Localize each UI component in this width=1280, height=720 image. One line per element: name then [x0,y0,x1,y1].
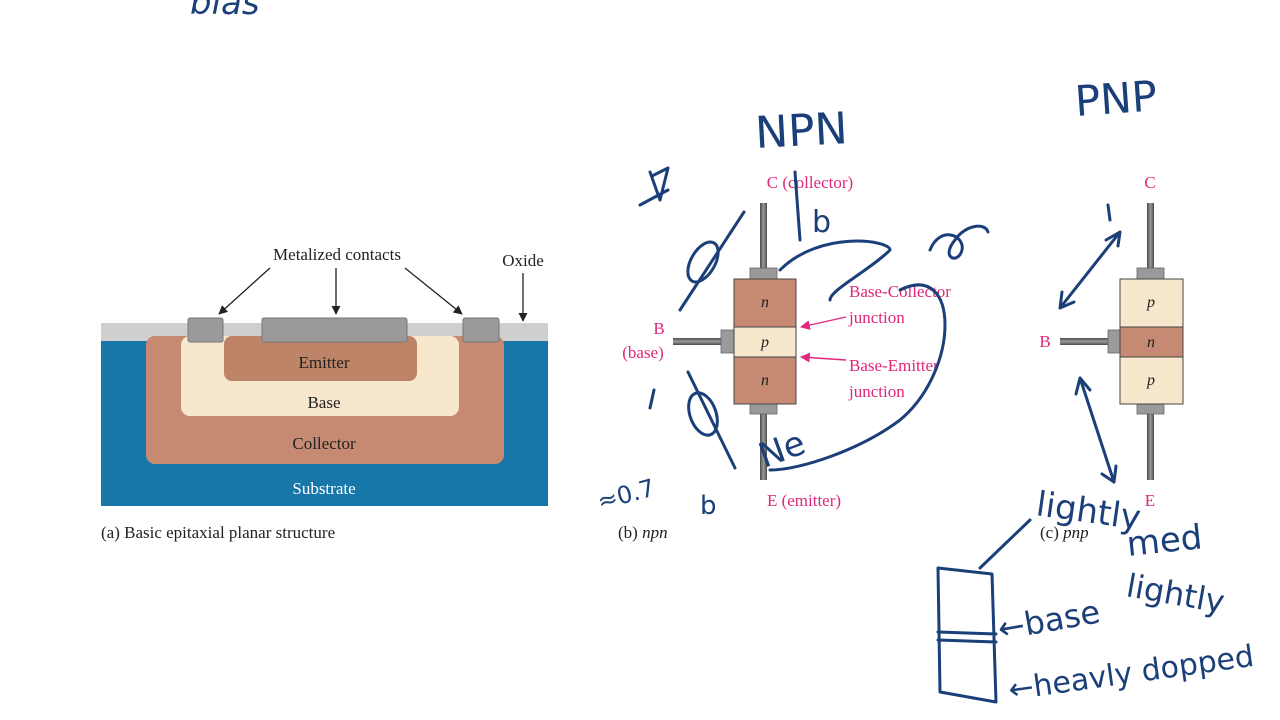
figure-c-caption-italic: pnp [1062,523,1089,542]
contact-right [462,317,500,343]
figure-b-caption: (b) npn [618,523,668,542]
be-junction-label-1: Base-Emitter [849,356,939,375]
pnp-collector-lead [1147,203,1154,276]
pnp-emitter-layer [1119,356,1184,405]
figure-b-npn: n p n C (collector) B (base) E (emitter)… [618,173,951,542]
contact-left [187,317,224,343]
pnp-base-label: B [1039,332,1050,351]
pnp-handwritten-title: PNP [1073,71,1158,126]
npn-emitter-cap [749,402,778,415]
collector-label: Collector [292,434,356,453]
lightly2-handwritten: lightly [1124,566,1228,621]
npn-emitter-lead [760,407,767,480]
pnp-emitter-cap [1136,402,1165,415]
lower-left-oval [687,391,719,437]
contact-arrow-left [218,267,271,315]
upper-left-oval [686,240,720,284]
pnp-base-cap [1107,329,1122,354]
figure-b-caption-prefix: (b) [618,523,642,542]
npn-base-cap [720,329,735,354]
figure-b-caption-italic: npn [642,523,668,542]
pnp-emitter-label: E [1145,491,1155,510]
pnp-base-lead [1060,338,1115,345]
lightly-pointer [978,518,1032,570]
pnp-collector-cap [1136,267,1165,280]
npn-base-b-label: B [653,319,664,338]
figure-a-caption: (a) Basic epitaxial planar structure [101,523,335,542]
be-junction-label-2: junction [848,382,905,401]
emitter-region [224,336,417,381]
pnp-upper-double-arrow [1058,230,1122,310]
npn-base-layer [733,326,797,358]
b-top-handwritten: b [812,205,831,240]
npn-emitter-layer [733,356,797,405]
npn-layer-3: n [761,372,769,389]
npn-collector-cap [749,267,778,280]
pnp-emitter-lead [1147,407,1154,480]
pnp-layer-2: n [1147,334,1155,351]
figure-c-caption: (c) pnp [1040,523,1089,542]
base-label: Base [307,393,340,412]
npn-handwritten-title: NPN [754,103,849,159]
pnp-collector-layer [1119,278,1184,328]
diode-scribble [638,166,670,207]
emitter-label: Emitter [299,353,350,372]
figure-c-pnp: p n p C B E (c) pnp [1039,173,1184,542]
contact-arrow-right [404,267,463,315]
substrate-label: Substrate [292,479,355,498]
npn-collector-label: C (collector) [767,173,853,192]
pnp-base-layer [1119,326,1184,358]
b-bottom-handwritten: b [700,491,717,521]
med-handwritten: med [1125,517,1204,565]
npn-collector-lead [760,203,767,276]
metalized-contacts-label: Metalized contacts [273,245,401,264]
npn-base-full-label: (base) [622,343,664,362]
bc-junction-arrow [800,316,847,330]
base-arrow-handwritten: ←base [995,593,1103,648]
pnp-small-mark [1106,203,1112,222]
heavy-arrow-handwritten: ←heavly dopped [1006,639,1256,708]
npn-collector-layer [733,278,797,328]
npn-emitter-label: E (emitter) [767,491,841,510]
npn-layer-2: p [760,334,769,351]
upper-left-line [678,210,746,312]
lower-left-line [686,370,737,470]
bc-junction-label-2: junction [848,308,905,327]
voltage-handwritten: ≈0.7 [594,474,658,516]
pnp-layer-3: p [1146,372,1155,389]
figure-c-caption-prefix: (c) [1040,523,1063,542]
contact-center [261,317,408,343]
doping-box-sketch [936,566,998,704]
large-loop-scribble [768,239,947,472]
infinity-scribble [928,224,990,260]
pnp-layer-1: p [1146,294,1155,311]
left-tick [648,388,656,410]
be-junction-arrow [800,352,847,363]
collector-stroke [793,170,802,242]
npn-layer-1: n [761,294,769,311]
npn-base-lead [673,338,728,345]
pnp-lower-double-arrow [1074,376,1118,484]
oxide-label: Oxide [502,251,544,270]
figure-a-planar-structure: Metalized contacts Oxide Emitter Base Co… [101,245,548,542]
top-scribble: blas [190,0,260,23]
pnp-collector-label: C [1144,173,1155,192]
